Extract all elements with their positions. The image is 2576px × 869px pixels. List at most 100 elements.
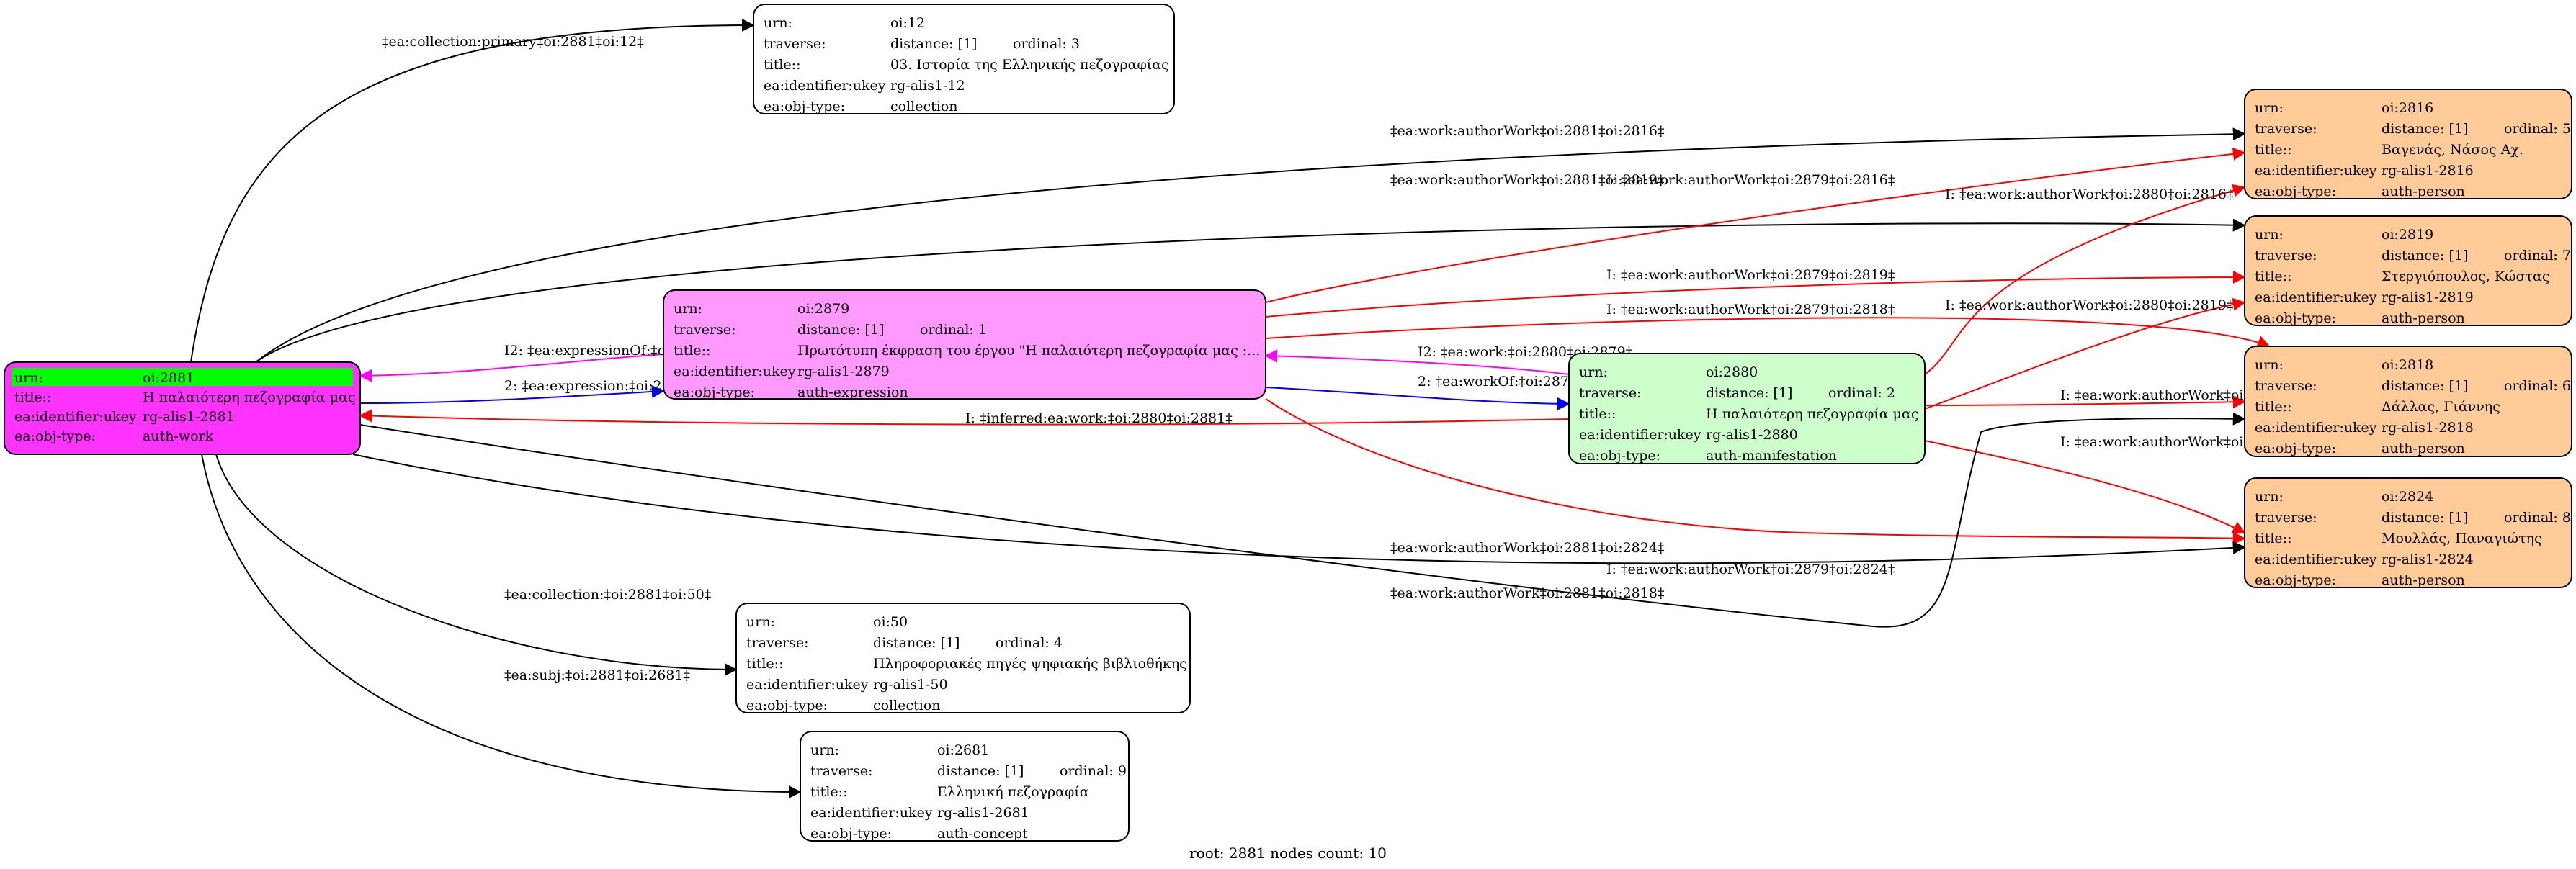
node-objtype: collection [873,698,941,713]
edge-label: ‡ea:work:authorWork‡oi:2881‡oi:2819‡ [1390,172,1664,188]
node-field-label: urn: [2255,489,2284,505]
edge-line [359,412,2246,628]
node-ukey: rg-alis1-50 [873,677,948,693]
node-field-label: title:: [2255,269,2291,284]
root-urn-highlight [12,368,353,386]
edge: I: ‡ea:work:authorWork‡oi:2879‡oi:2818‡ [1265,302,2271,348]
graph-node[interactable]: urn: oi:2819 traverse: distance: [1] ordinal… [2244,215,2572,326]
node-ukey: rg-alis1-2881 [143,409,235,425]
node-urn: oi:2819 [2382,227,2433,243]
node-box [800,731,1130,842]
node-ordinal: ordinal: 4 [996,635,1063,651]
node-traverse: distance: [1] [2382,248,2468,264]
node-ukey: rg-alis1-12 [890,78,965,94]
edge: ‡ea:work:authorWork‡oi:2881‡oi:2816‡ [255,123,2246,363]
node-field-label: traverse: [810,763,873,779]
node-objtype: auth-person [2382,310,2465,326]
edge-label: ‡ea:work:authorWork‡oi:2881‡oi:2816‡ [1390,123,1664,139]
node-field-label: traverse: [2255,248,2317,264]
edge-label: I: ‡ea:work:authorWork‡oi:2879‡oi:2824‡ [1606,562,1895,577]
edge-label: ‡ea:subj:‡oi:2881‡oi:2681‡ [504,667,690,683]
node-objtype: auth-person [2382,441,2465,456]
node-ukey: rg-alis1-2824 [2382,551,2474,567]
edge: I: ‡ea:work:authorWork‡oi:2880‡oi:2816‡ [1924,184,2246,375]
edge-line [1265,271,2246,318]
edge-line [1264,349,1570,375]
node-field-label: ea:obj-type: [14,428,96,444]
node-field-label: title:: [14,390,51,405]
node-field-label: traverse: [2255,121,2317,137]
edge: ‡ea:work:authorWork‡oi:2881‡oi:2819‡ [255,172,2246,363]
node-ukey: rg-alis1-2819 [2382,289,2474,305]
node-ordinal: ordinal: 7 [2504,248,2571,264]
node-urn: oi:2881 [143,370,194,386]
node-field-label: traverse: [2255,510,2317,526]
edge-line [1924,440,2246,533]
edge-label: I: ‡ea:work:authorWork‡oi:2879‡oi:2819‡ [1606,267,1895,283]
node-field-label: urn: [1579,364,1608,380]
node-ukey: rg-alis1-2880 [1706,427,1798,443]
node-objtype: auth-person [2382,572,2465,588]
edge-line [1265,317,2271,348]
node-field-label: title:: [764,57,800,73]
node-ukey: rg-alis1-2879 [797,364,890,379]
node-field-label: title:: [810,784,847,800]
node-traverse: distance: [1] [2382,121,2468,137]
node-field-label: ea:identifier:ukey [2255,420,2377,436]
edge-label: ‡ea:collection:primary‡oi:2881‡oi:12‡ [382,34,644,50]
node-title: Πληροφοριακές πηγές ψηφιακής βιβλιοθήκης [873,656,1187,672]
node-urn: oi:12 [890,15,925,31]
node-field-label: ea:obj-type: [2255,310,2336,326]
edge-label: I: ‡ea:work:authorWork‡oi:2880‡oi:2819‡ [1945,297,2233,313]
edge: I: ‡inferred:ea:work:‡oi:2880‡oi:2881‡ [359,409,1570,426]
node-field-label: ea:identifier:ukey [1579,427,1701,443]
node-field-label: ea:identifier:ukey [746,677,869,693]
node-field-label: ea:identifier:ukey [2255,163,2377,179]
graph-footer: root: 2881 nodes count: 10 [1189,845,1387,862]
node-traverse: distance: [1] [2382,510,2468,526]
node-objtype: auth-concept [937,826,1028,842]
node-title: Βαγενάς, Νάσος Αχ. [2382,142,2523,158]
node-objtype: auth-person [2382,184,2465,199]
node-objtype: collection [890,99,958,114]
node-field-label: ea:identifier:ukey [2255,289,2377,305]
node-field-label: title:: [2255,142,2291,158]
node-field-label: urn: [2255,227,2284,243]
node-field-label: urn: [674,301,702,317]
node-field-label: title:: [2255,399,2291,415]
node-field-label: ea:identifier:ukey [674,364,796,379]
edge-line [359,409,1570,426]
edge: I: ‡ea:work:authorWork‡oi:2879‡oi:2824‡ [1265,398,2246,577]
node-objtype: auth-expression [797,384,908,400]
edge-line [1265,387,1570,410]
node-field-label: title:: [1579,406,1616,422]
node-field-label: traverse: [746,635,809,651]
edge-label: I: ‡ea:work:authorWork‡oi:2879‡oi:2816‡ [1606,172,1895,188]
node-traverse: distance: [1] [797,322,884,338]
node-urn: oi:50 [873,614,908,630]
node-field-label: urn: [764,15,792,31]
node-field-label: ea:obj-type: [674,384,755,400]
edge-line [255,127,2246,363]
edge-line [359,384,665,404]
node-field-label: traverse: [1579,385,1642,401]
node-ukey: rg-alis1-2816 [2382,163,2474,179]
node-field-label: title:: [746,656,783,672]
node-title: Ελληνική πεζογραφία [937,784,1089,800]
node-traverse: distance: [1] [2382,378,2468,394]
node-ordinal: ordinal: 6 [2504,378,2571,394]
node-field-label: ea:obj-type: [2255,441,2336,456]
edge-line [190,19,755,363]
edge-line [201,454,802,798]
node-box [2244,215,2572,326]
